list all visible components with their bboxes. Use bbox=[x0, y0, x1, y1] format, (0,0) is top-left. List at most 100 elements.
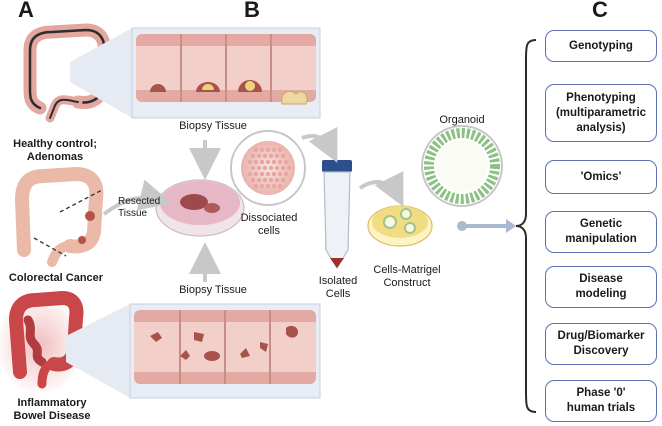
app-line2: human trials bbox=[566, 402, 636, 414]
dissociated-cell bbox=[271, 147, 277, 153]
section-label-a: A bbox=[18, 0, 34, 22]
resected-line2: Tissue bbox=[118, 208, 148, 219]
dissociated-cell bbox=[286, 165, 292, 171]
dissociated-line2: cells bbox=[257, 225, 280, 237]
dissociated-cell bbox=[268, 153, 274, 159]
app-line1: Drug/Biomarker bbox=[557, 330, 645, 342]
app-line2: manipulation bbox=[565, 233, 637, 245]
application-genotyping: Genotyping bbox=[545, 30, 657, 62]
healthy-label-line2: Adenomas bbox=[26, 151, 84, 163]
colorectal-cancer-colon-illustration bbox=[14, 166, 104, 267]
app-line1: Genotyping bbox=[569, 39, 633, 52]
dissociated-cell bbox=[253, 159, 259, 165]
colorectal-cancer-label: Colorectal Cancer bbox=[8, 272, 104, 284]
dissociated-cell-dots bbox=[247, 147, 292, 189]
dissociated-cell bbox=[265, 171, 271, 177]
dissociated-cell bbox=[283, 159, 289, 165]
biopsy-panel-bottom bbox=[66, 303, 321, 399]
dissociated-cell bbox=[250, 165, 256, 171]
dissociated-cell bbox=[262, 153, 268, 159]
app-line1: Genetic bbox=[579, 218, 623, 230]
application-drug-biomarker-discovery: Drug/Biomarker Discovery bbox=[545, 323, 657, 365]
ibd-label: Inflammatory Bowel Disease bbox=[0, 397, 104, 423]
dissociated-cell bbox=[277, 147, 283, 153]
culture-dish bbox=[155, 179, 245, 237]
application-phase-0-trials: Phase '0' human trials bbox=[545, 380, 657, 422]
dissociated-cell bbox=[262, 177, 268, 183]
app-line2: Discovery bbox=[573, 345, 629, 357]
organoid-illustration bbox=[421, 125, 503, 207]
dissociated-line1: Dissociated bbox=[240, 212, 298, 224]
app-line1: Phase '0' bbox=[576, 387, 626, 399]
isolated-cells-label: Isolated Cells bbox=[306, 275, 370, 301]
dissociated-cell bbox=[277, 159, 283, 165]
healthy-label-line1: Healthy control; bbox=[13, 138, 97, 150]
applications-bracket bbox=[515, 39, 537, 413]
dissociated-cell bbox=[271, 159, 277, 165]
dissociated-cells-illustration bbox=[230, 130, 306, 206]
biopsy-tissue-bottom-label: Biopsy Tissue bbox=[179, 284, 247, 296]
dissociated-cell bbox=[271, 171, 277, 177]
section-label-c: C bbox=[592, 0, 608, 22]
dissociated-cell bbox=[265, 183, 271, 189]
dissociated-cell bbox=[250, 153, 256, 159]
dissociated-cell bbox=[283, 171, 289, 177]
dissociated-cell bbox=[253, 171, 259, 177]
app-line1: 'Omics' bbox=[580, 170, 622, 183]
dissociated-cell bbox=[262, 165, 268, 171]
dissociated-cell bbox=[274, 165, 280, 171]
app-line2: (multiparametric bbox=[555, 106, 647, 119]
application-phenotyping: Phenotyping (multiparametric analysis) bbox=[545, 84, 657, 142]
resected-line1: Resected bbox=[118, 196, 161, 207]
app-line3: analysis) bbox=[576, 121, 626, 134]
dissociated-cell bbox=[280, 153, 286, 159]
construct-line1: Cells-Matrigel bbox=[373, 264, 441, 276]
dissociated-cell bbox=[277, 183, 283, 189]
dissociated-cell bbox=[247, 159, 253, 165]
healthy-control-label: Healthy control; Adenomas bbox=[0, 138, 110, 164]
dissociated-cell bbox=[253, 147, 259, 153]
bracket-connector-line bbox=[457, 219, 516, 233]
section-label-b: B bbox=[244, 0, 260, 22]
dissociated-cell bbox=[256, 153, 262, 159]
dissociated-cell bbox=[256, 165, 262, 171]
isolated-line1: Isolated bbox=[318, 275, 358, 287]
matrigel-construct-label: Cells-Matrigel Construct bbox=[362, 264, 452, 290]
ibd-label-line1: Inflammatory bbox=[17, 397, 87, 409]
matrigel-construct bbox=[367, 205, 433, 247]
dissociated-cell bbox=[256, 177, 262, 183]
dissociated-cell bbox=[265, 159, 271, 165]
dissociated-cell bbox=[259, 183, 265, 189]
application-omics: 'Omics' bbox=[545, 160, 657, 194]
application-genetic-manipulation: Genetic manipulation bbox=[545, 211, 657, 253]
dissociated-cell bbox=[274, 153, 280, 159]
dissociated-cell bbox=[268, 177, 274, 183]
construct-line2: Construct bbox=[383, 277, 431, 289]
dissociated-cell bbox=[253, 183, 259, 189]
ibd-label-line2: Bowel Disease bbox=[13, 410, 91, 422]
app-line1: Disease bbox=[579, 273, 623, 285]
dissociated-cell bbox=[259, 147, 265, 153]
biopsy-panel-top bbox=[70, 27, 321, 119]
flow-arrows bbox=[102, 126, 404, 282]
organoid-label: Organoid bbox=[439, 114, 485, 126]
dissociated-cell bbox=[280, 165, 286, 171]
dissociated-cell bbox=[268, 165, 274, 171]
resected-tissue-label: Resected Tissue bbox=[118, 196, 174, 220]
dissociated-cell bbox=[277, 171, 283, 177]
dissociated-cell bbox=[271, 183, 277, 189]
app-line1: Phenotyping bbox=[566, 91, 636, 104]
dissociated-cell bbox=[280, 177, 286, 183]
application-disease-modeling: Disease modeling bbox=[545, 266, 657, 308]
isolation-tube bbox=[322, 160, 352, 270]
isolated-line2: Cells bbox=[325, 288, 351, 300]
dissociated-cells-label: Dissociated cells bbox=[226, 212, 312, 238]
dissociated-cell bbox=[265, 147, 271, 153]
dissociated-cell bbox=[250, 177, 256, 183]
dissociated-cell bbox=[274, 177, 280, 183]
dissociated-cell bbox=[259, 171, 265, 177]
app-line2: modeling bbox=[575, 288, 627, 300]
biopsy-tissue-top-label: Biopsy Tissue bbox=[179, 120, 247, 132]
dissociated-cell bbox=[247, 171, 253, 177]
